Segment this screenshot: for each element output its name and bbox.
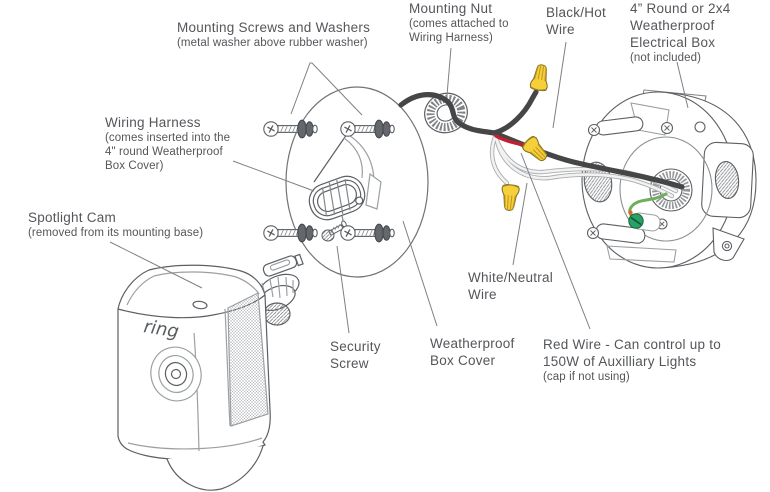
wire-nut-black — [529, 62, 552, 93]
label-title: Spotlight Cam — [28, 210, 117, 225]
label-title: 4” Round or 2x4 — [630, 1, 731, 16]
label-title: Wire — [546, 22, 575, 37]
label-title: Box Cover — [430, 353, 496, 368]
camera-speaker-grille — [227, 292, 269, 427]
label-title: Red Wire - Can control up to — [543, 337, 722, 352]
wiring-harness-illustration — [308, 133, 382, 230]
ground-indicator-dot — [628, 210, 633, 215]
leader-security-screw — [336, 245, 350, 334]
leader-white-neutral-wire — [512, 182, 528, 266]
camera-lens — [150, 346, 202, 402]
side-threaded-hole — [714, 161, 740, 199]
box-side-extrusion — [701, 141, 754, 219]
label-title: Screw — [330, 356, 369, 371]
label-mounting-screws: Mounting Screws and Washers (metal washe… — [177, 19, 370, 50]
label-subtitle: (comes attached to — [409, 18, 509, 30]
box-bottom-plate — [606, 245, 677, 263]
label-red-wire: Red Wire - Can control up to 150W of Aux… — [543, 336, 721, 384]
red-wire-illustration — [494, 134, 526, 147]
box-left-threaded-hole — [583, 161, 613, 203]
camera-front-seam — [193, 332, 200, 452]
label-weatherproof-box-cover: Weatherproof Box Cover — [430, 335, 515, 369]
leader-mounting-screws — [290, 62, 363, 116]
harness-flap — [365, 172, 382, 210]
spotlight-cam-illustration: ring — [117, 253, 304, 491]
label-subtitle: (cap if not using) — [543, 371, 630, 383]
label-title: 150W of Auxilliary Lights — [543, 354, 697, 369]
security-screw-threads — [331, 223, 341, 232]
harness-screw-boss — [355, 196, 364, 205]
leader-wiring-harness — [232, 160, 315, 192]
mounting-screw-bottom-left — [263, 223, 318, 243]
camera-bottom-band — [127, 437, 263, 450]
label-subtitle: (removed from its mounting base) — [28, 227, 204, 239]
label-title: Weatherproof — [630, 18, 715, 33]
leader-red-wire — [520, 152, 591, 330]
label-title: Security — [330, 339, 381, 354]
label-white-neutral-wire: White/Neutral Wire — [468, 269, 553, 303]
black-wire-main — [398, 92, 497, 136]
harness-gasket-outer — [308, 175, 366, 221]
wire-nut-red — [520, 134, 552, 166]
camera-side-seam — [224, 308, 231, 427]
green-ground-wire-illustration — [628, 192, 668, 232]
label-title: Weatherproof — [430, 336, 515, 351]
label-title: Mounting Nut — [409, 1, 493, 16]
camera-top-inner-line — [126, 271, 260, 306]
leader-spotlight-cam — [109, 241, 203, 289]
label-title: Black/Hot — [546, 5, 607, 20]
label-spotlight-cam: Spotlight Cam (removed from its mounting… — [28, 209, 203, 240]
security-screw-illustration — [321, 220, 347, 242]
leader-electrical-box — [676, 61, 689, 109]
black-wire-to-nut — [491, 89, 539, 136]
wire-nut-white — [499, 183, 521, 212]
harness-funnel-left — [313, 133, 348, 183]
label-subtitle: Box Cover) — [105, 160, 164, 172]
harness-ribs — [321, 179, 351, 216]
electrical-box-illustration — [581, 89, 757, 269]
label-subtitle: (comes inserted into the — [105, 132, 231, 144]
label-electrical-box: 4” Round or 2x4 Weatherproof Electrical … — [630, 0, 731, 65]
leader-lines — [109, 41, 689, 334]
label-wiring-harness: Wiring Harness (comes inserted into the … — [105, 114, 230, 173]
label-title: Wire — [468, 287, 497, 302]
leader-black-hot-wire — [552, 41, 567, 129]
box-inner-boss-ring — [619, 136, 713, 242]
label-security-screw: Security Screw — [330, 338, 381, 372]
security-screw-head — [321, 229, 335, 242]
harness-gasket-inner — [317, 183, 357, 213]
box-bottom-right-tab — [712, 227, 745, 261]
label-title: Wiring Harness — [105, 115, 201, 130]
harness-funnel-inner — [343, 137, 363, 179]
label-subtitle: (metal washer above rubber washer) — [177, 37, 368, 49]
nut-knurl — [426, 94, 466, 132]
mounting-screw-top-left — [263, 119, 318, 139]
leader-box-cover — [402, 220, 438, 327]
label-title: Mounting Screws and Washers — [177, 20, 371, 35]
label-title: Electrical Box — [630, 35, 716, 50]
camera-bottom-dome — [166, 445, 264, 491]
ground-screw-slot — [630, 216, 642, 226]
label-title: White/Neutral — [468, 270, 554, 285]
label-mounting-nut: Mounting Nut (comes attached to Wiring H… — [409, 0, 509, 45]
camera-light-sensor — [192, 300, 208, 310]
label-subtitle: Wiring Harness) — [409, 32, 493, 44]
weatherproof-box-cover-illustration — [263, 86, 429, 278]
leader-mounting-nut — [446, 47, 452, 96]
label-subtitle: (not included) — [630, 52, 702, 64]
label-subtitle: 4" round Weatherproof — [105, 146, 223, 158]
label-black-hot-wire: Black/Hot Wire — [546, 4, 606, 38]
